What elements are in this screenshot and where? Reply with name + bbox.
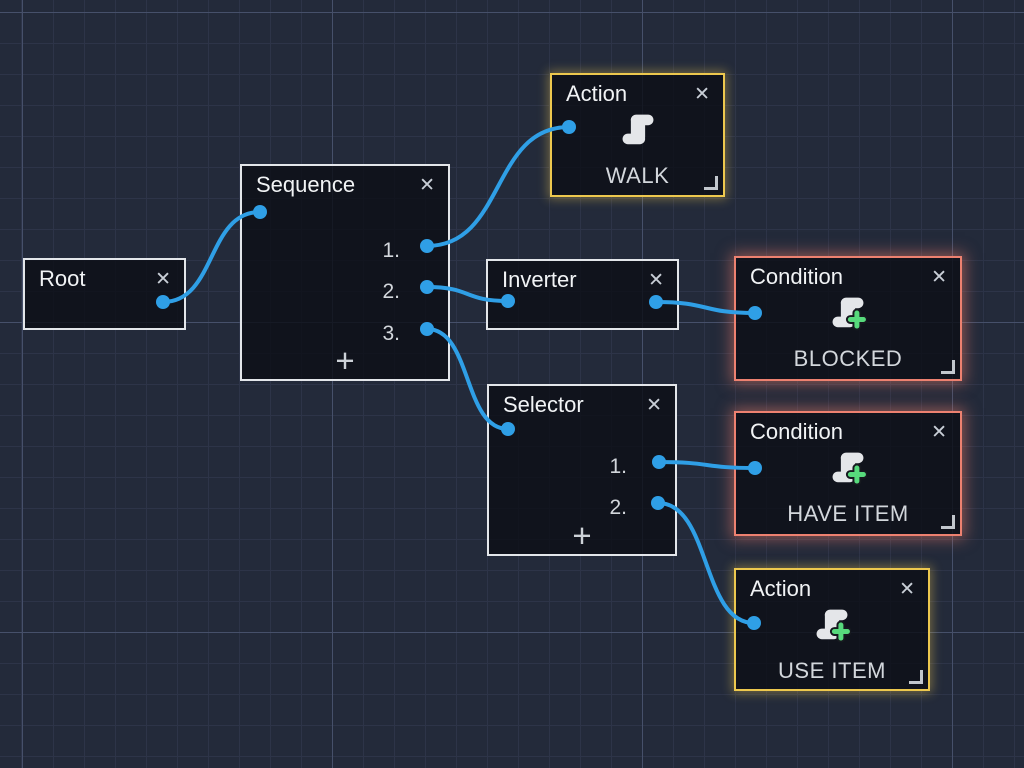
node-selector[interactable]: Selector ✕ 1. 2. +: [487, 384, 677, 556]
node-title: Root: [39, 266, 86, 291]
node-body: HAVE ITEM: [736, 449, 960, 527]
resize-handle-icon[interactable]: [941, 360, 955, 374]
script-plus-icon: [832, 452, 867, 486]
node-body: USE ITEM: [736, 606, 928, 684]
node-body: WALK: [552, 111, 723, 189]
close-icon[interactable]: ✕: [648, 270, 664, 291]
plus-badge-icon: [829, 620, 851, 643]
node-header: Condition ✕: [736, 258, 960, 290]
node-title: Condition: [750, 264, 843, 289]
resize-handle-icon[interactable]: [909, 670, 923, 684]
leaf-label: WALK: [605, 163, 670, 188]
node-title: Selector: [503, 392, 584, 417]
node-action-walk[interactable]: Action ✕ WALK: [550, 73, 725, 197]
node-header: Action ✕: [736, 570, 928, 602]
node-title: Action: [566, 81, 628, 106]
close-icon[interactable]: ✕: [155, 269, 171, 290]
node-sequence[interactable]: Sequence ✕ 1. 2. 3. +: [240, 164, 450, 381]
resize-handle-icon[interactable]: [704, 176, 718, 190]
node-action-use-item[interactable]: Action ✕ USE ITEM: [734, 568, 930, 691]
close-icon[interactable]: ✕: [419, 175, 435, 196]
node-title: Action: [750, 576, 812, 601]
node-header: Selector ✕: [489, 386, 675, 418]
node-condition-blocked[interactable]: Condition ✕ BLOCKED: [734, 256, 962, 381]
leaf-label: HAVE ITEM: [787, 501, 909, 526]
node-header: Sequence ✕: [242, 166, 448, 198]
resize-handle-icon[interactable]: [941, 515, 955, 529]
add-child-button[interactable]: +: [572, 517, 592, 554]
node-title: Inverter: [502, 267, 577, 292]
port-label: 3.: [382, 322, 400, 345]
script-icon: [622, 114, 653, 145]
script-plus-icon: [816, 609, 851, 643]
script-plus-icon: [832, 297, 867, 331]
port-label: 2.: [609, 496, 627, 519]
port-label: 1.: [382, 239, 400, 262]
node-header: Condition ✕: [736, 413, 960, 445]
node-title: Condition: [750, 419, 843, 444]
node-header: Inverter ✕: [488, 261, 677, 293]
plus-badge-icon: [845, 463, 867, 486]
close-icon[interactable]: ✕: [899, 579, 915, 600]
close-icon[interactable]: ✕: [931, 267, 947, 288]
close-icon[interactable]: ✕: [694, 84, 710, 105]
add-child-button[interactable]: +: [335, 342, 355, 379]
node-root[interactable]: Root ✕: [23, 258, 186, 330]
plus-badge-icon: [845, 308, 867, 331]
node-header: Action ✕: [552, 75, 723, 107]
port-label: 1.: [609, 455, 627, 478]
leaf-label: BLOCKED: [793, 346, 903, 371]
node-inverter[interactable]: Inverter ✕: [486, 259, 679, 330]
close-icon[interactable]: ✕: [931, 422, 947, 443]
port-label: 2.: [382, 280, 400, 303]
node-header: Root ✕: [25, 260, 184, 292]
leaf-label: USE ITEM: [778, 658, 886, 683]
node-body: BLOCKED: [736, 294, 960, 372]
close-icon[interactable]: ✕: [646, 395, 662, 416]
node-title: Sequence: [256, 172, 356, 197]
node-condition-have-item[interactable]: Condition ✕ HAVE ITEM: [734, 411, 962, 536]
